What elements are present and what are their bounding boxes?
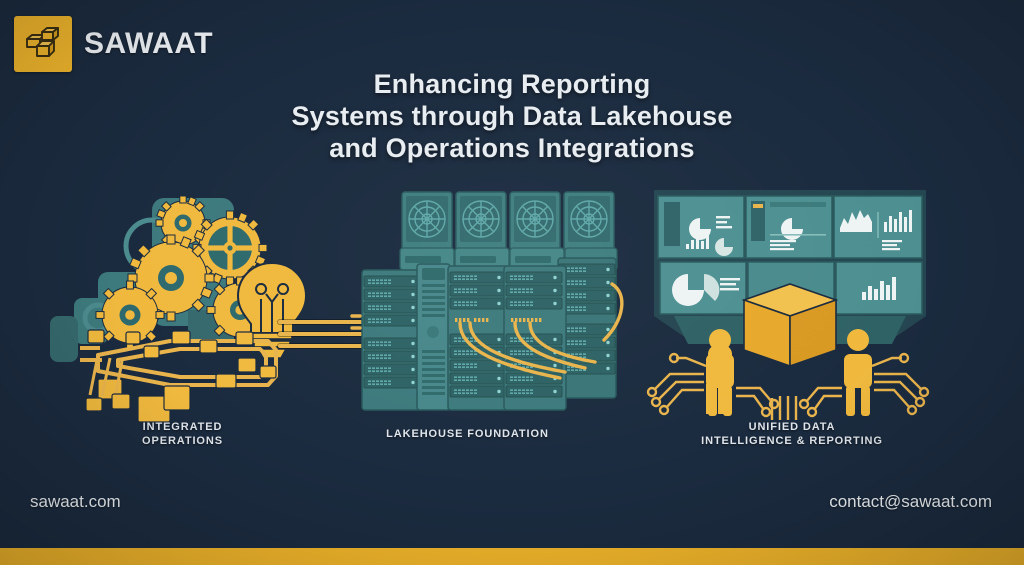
circuit-traces [646, 352, 930, 420]
connector-line-1 [278, 320, 388, 324]
integrated-operations-graphic [50, 195, 308, 423]
caption-lakehouse-foundation: LAKEHOUSE FOUNDATION [370, 427, 565, 441]
dashboard-panels [657, 195, 923, 315]
unified-data-intelligence-graphic [646, 190, 930, 420]
person-figure-left [706, 329, 734, 416]
title-line-3: and Operations Integrations [329, 133, 695, 163]
connector-line-3 [278, 344, 388, 348]
caption-line-1: UNIFIED DATA [748, 421, 836, 433]
fiber-cables [350, 282, 624, 380]
person-figure-right [844, 329, 872, 416]
bottom-accent-bar [0, 548, 1024, 565]
brand-lockup: SAWAAT [14, 16, 213, 72]
diagram-stage: INTEGRATED OPERATIONS LAKEHOUSE FOUNDATI… [0, 180, 1024, 450]
server-fan-row [401, 191, 615, 251]
caption-line-2: OPERATIONS [142, 435, 223, 447]
brand-name: SAWAAT [84, 27, 214, 60]
footer-email: contact@sawaat.com [829, 492, 992, 511]
lakehouse-foundation-graphic [350, 191, 624, 411]
page-title: Enhancing Reporting Systems through Data… [0, 68, 1024, 164]
connector-line-2 [278, 332, 388, 336]
footer-website: sawaat.com [30, 492, 121, 511]
conveyor-circuit [80, 329, 278, 423]
stacked-cubes-icon [26, 27, 59, 57]
caption-unified-data-intelligence: UNIFIED DATA INTELLIGENCE & REPORTING [672, 420, 912, 448]
title-line-2: Systems through Data Lakehouse [291, 101, 733, 131]
caption-line-2: INTELLIGENCE & REPORTING [701, 435, 883, 447]
caption-integrated-operations: INTEGRATED OPERATIONS [90, 420, 275, 448]
server-cabinets [361, 257, 617, 411]
title-line-1: Enhancing Reporting [373, 69, 651, 99]
caption-line-1: INTEGRATED [142, 421, 223, 433]
data-cube-icon [741, 283, 839, 368]
caption-line-1: LAKEHOUSE FOUNDATION [386, 428, 549, 440]
logo-mark [14, 16, 72, 72]
